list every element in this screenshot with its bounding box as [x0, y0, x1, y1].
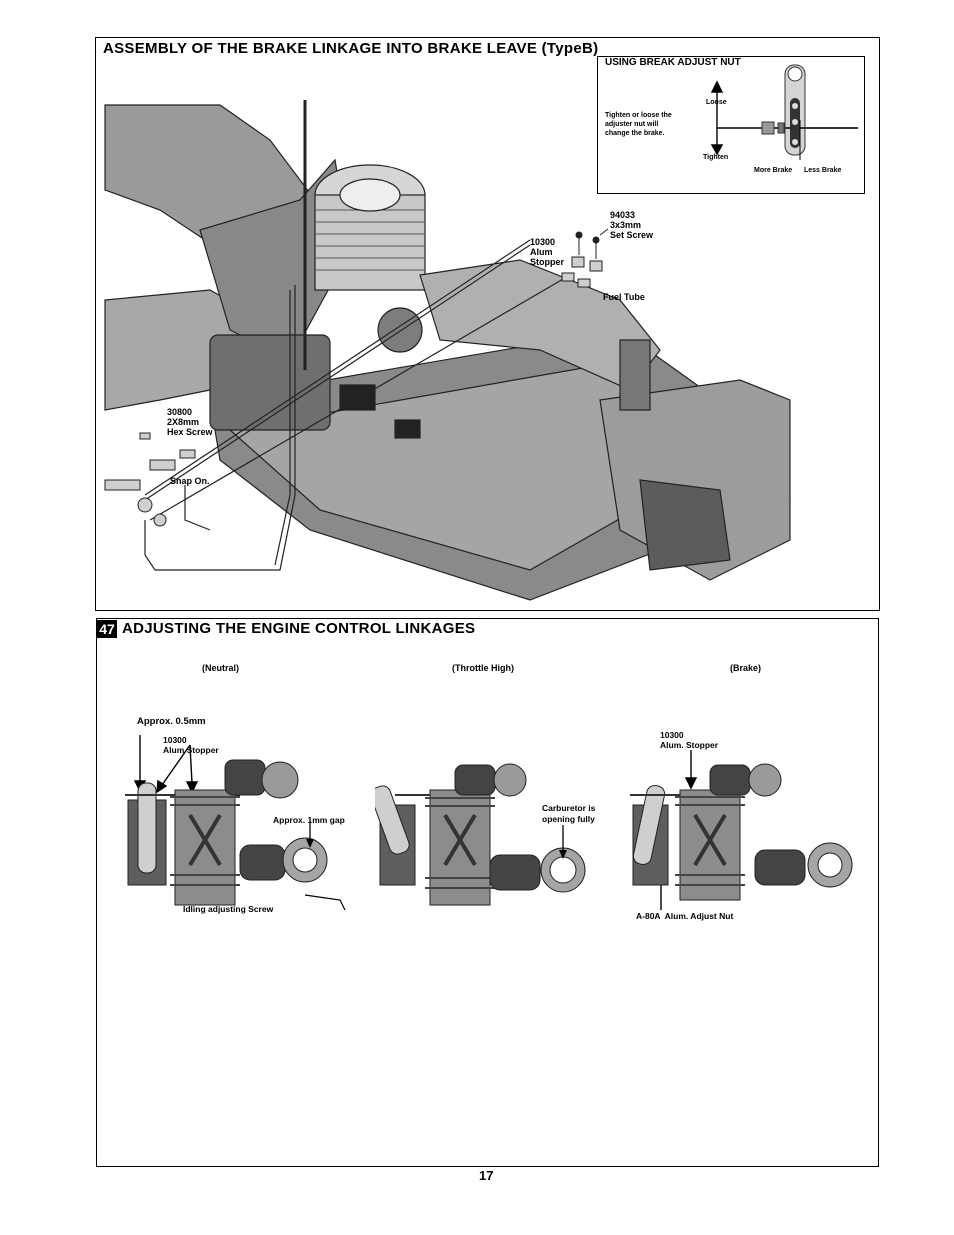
brake-linkage-title: ASSEMBLY OF THE BRAKE LINKAGE INTO BRAKE… [103, 40, 599, 57]
idling-screw-label: Idling adjusting Screw [183, 904, 274, 914]
inset-note: Tighten or loose the adjuster nut will c… [605, 112, 672, 137]
throttle-high-engine-diagram [375, 763, 586, 906]
brake-engine-diagram [630, 750, 853, 910]
fuel-tube-label: Fuel Tube [603, 292, 645, 302]
approx-half-mm-label: Approx. 0.5mm [137, 716, 206, 727]
approx-1mm-gap-label: Approx. 1mm gap [273, 815, 345, 825]
page-number: 17 [479, 1168, 494, 1183]
alum-stopper-label: 10300 Alum Stopper [530, 237, 565, 267]
tighten-label: Tighten [703, 154, 729, 161]
chassis-illustration [104, 100, 791, 601]
panel-brake-label: (Brake) [730, 663, 762, 673]
neutral-engine-diagram [125, 735, 346, 910]
more-brake-label: More Brake [754, 167, 793, 174]
brake-adjust-inset [597, 56, 865, 194]
brake-adjust-diagram [710, 64, 858, 160]
set-screw-parts [561, 228, 609, 288]
alum-stopper-left-label: 10300 Alum Stopper [163, 735, 219, 755]
panel-neutral-label: (Neutral) [202, 663, 240, 673]
inset-title: USING BREAK ADJUST NUT [605, 57, 741, 68]
engine-linkage-title: ADJUSTING THE ENGINE CONTROL LINKAGES [122, 620, 476, 637]
adjust-nut-label: A-80A Alum. Adjust Nut [636, 911, 734, 921]
panel-throttle-high-label: (Throttle High) [452, 663, 514, 673]
step-number: 47 [97, 620, 117, 638]
less-brake-label: Less Brake [804, 167, 842, 174]
hex-screw-label: 30800 2X8mm Hex Screw [167, 407, 213, 437]
snap-on-label: Snap On. [170, 476, 210, 486]
alum-stopper-right-label: 10300 Alum. Stopper [660, 730, 719, 750]
set-screw-label: 94033 3x3mm Set Screw [610, 210, 654, 240]
carburetor-open-label: Carburetor is opening fully [542, 803, 596, 824]
